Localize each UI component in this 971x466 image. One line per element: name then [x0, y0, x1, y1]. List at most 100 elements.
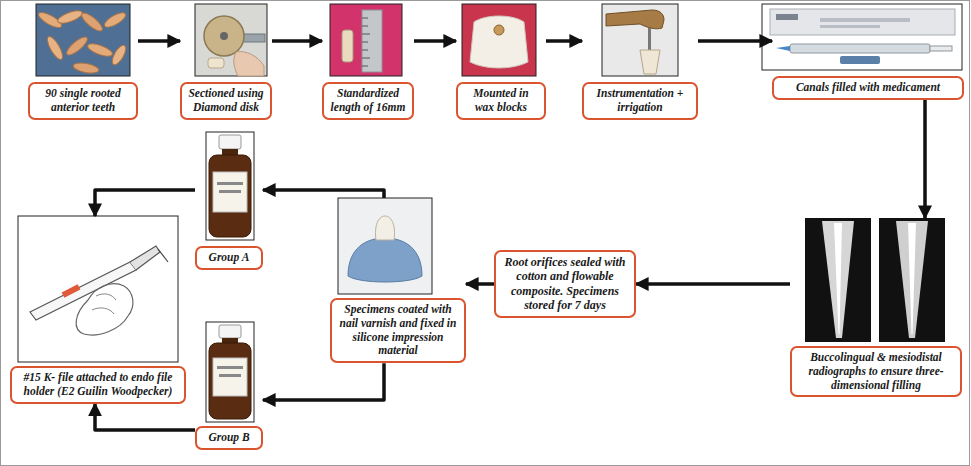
step-node: Buccolingual & mesiodistal radiographs t…	[790, 218, 962, 397]
bottle-body	[209, 155, 251, 237]
specimen-photo	[338, 198, 432, 294]
caption-text: Root orifices sealed with cotton and flo…	[501, 255, 629, 313]
wax-block-photo	[462, 4, 536, 76]
syringe-cap	[840, 56, 880, 64]
product-box	[770, 9, 955, 35]
diamond-disk	[204, 16, 244, 56]
caption-text: Sectioned using Diamond disk	[187, 87, 265, 115]
step-node: Instrumentation + irrigation	[582, 4, 698, 120]
box-print	[820, 18, 910, 22]
bottle-label	[213, 172, 247, 212]
flow-arrow	[138, 39, 180, 43]
caption-box: Mounted in wax blocks	[456, 82, 546, 120]
label-print	[217, 366, 243, 369]
picture-space	[195, 132, 263, 246]
label-print	[217, 182, 243, 185]
tooth	[375, 216, 394, 240]
photo-ground	[206, 322, 254, 422]
step-node: Specimens coated with nail varnish and f…	[330, 198, 466, 363]
box-print	[820, 25, 880, 28]
bottle-cap	[219, 135, 241, 149]
flow-arrow	[698, 39, 772, 43]
ruler-ticks	[362, 18, 370, 66]
flow-arrow	[263, 363, 384, 400]
diamond-disk-photo	[195, 4, 267, 76]
photo-ground	[195, 4, 267, 76]
caption-text: Instrumentation + irrigation	[589, 87, 691, 115]
picture-space	[330, 198, 466, 298]
picture-space	[28, 4, 138, 82]
caption-box: #15 K- file attached to endo file holder…	[10, 366, 186, 404]
photo-ground	[762, 4, 962, 70]
tooth	[86, 41, 114, 58]
tooth	[64, 34, 90, 58]
caption-text: Buccolingual & mesiodistal radiographs t…	[797, 351, 955, 392]
flow-arrow	[636, 282, 790, 286]
tooth	[79, 10, 105, 34]
picture-space	[790, 218, 962, 346]
step-node: 90 single rooted anterior teeth	[28, 4, 138, 120]
tooth	[208, 58, 224, 68]
silicone-block	[348, 238, 422, 282]
step-node: Root orifices sealed with cotton and flo…	[494, 250, 636, 318]
flow-arrow	[272, 39, 322, 43]
step-node: #15 K- file attached to endo file holder…	[10, 216, 186, 404]
picture-space	[582, 4, 698, 82]
handpiece	[606, 10, 664, 29]
tooth	[342, 30, 353, 62]
syringe-plunger	[930, 46, 952, 51]
flow-arrow	[95, 404, 195, 430]
flow-arrow	[923, 100, 927, 218]
step-node: Group B	[195, 322, 263, 450]
photo-ground	[338, 198, 432, 294]
picture-space	[772, 4, 964, 76]
finger	[234, 52, 264, 76]
flow-arrow	[95, 190, 195, 216]
finger-lines	[92, 294, 116, 314]
metal-ruler	[362, 10, 382, 72]
bottle-body	[209, 343, 251, 419]
tooth	[72, 61, 99, 74]
syringe-tip	[776, 46, 790, 51]
radiograph	[879, 218, 945, 342]
ruler-photo	[330, 4, 402, 76]
caption-box: Group B	[195, 426, 263, 450]
step-node: Mounted in wax blocks	[456, 4, 546, 120]
caption-box: Specimens coated with nail varnish and f…	[330, 298, 466, 363]
picture-space	[10, 216, 186, 366]
teeth-photo	[36, 4, 130, 76]
step-node: Canals filled with medicament	[772, 4, 964, 100]
caption-text: 90 single rooted anterior teeth	[35, 87, 131, 115]
caption-text: Canals filled with medicament	[779, 81, 957, 95]
bottle-a	[206, 132, 254, 240]
caption-box: Root orifices sealed with cotton and flo…	[494, 250, 636, 318]
caption-box: Standardized length of 16mm	[322, 82, 414, 120]
tooth	[45, 34, 66, 61]
step-node: Sectioned using Diamond disk	[180, 4, 272, 120]
photo-ground	[602, 4, 678, 76]
tooth	[640, 50, 660, 74]
picture-space	[322, 4, 414, 82]
radiograph	[805, 218, 871, 342]
label-print	[219, 190, 241, 193]
tooth	[494, 25, 504, 35]
picture-space	[195, 322, 263, 426]
medicament-photo	[762, 4, 962, 70]
tooth	[110, 43, 129, 67]
root-image	[822, 221, 854, 338]
photo-ground	[462, 4, 536, 76]
picture-space	[456, 4, 546, 82]
canal-fill	[908, 223, 916, 334]
caption-box: Buccolingual & mesiodistal radiographs t…	[790, 346, 962, 397]
canal-fill	[834, 223, 842, 334]
caption-text: Specimens coated with nail varnish and f…	[337, 303, 459, 358]
flow-arrow	[414, 39, 456, 43]
flow-arrow	[263, 190, 384, 198]
caption-text: Mounted in wax blocks	[463, 87, 539, 115]
tooth	[102, 10, 127, 30]
radiograph-pair	[805, 218, 945, 342]
step-node: Standardized length of 16mm	[322, 4, 414, 120]
